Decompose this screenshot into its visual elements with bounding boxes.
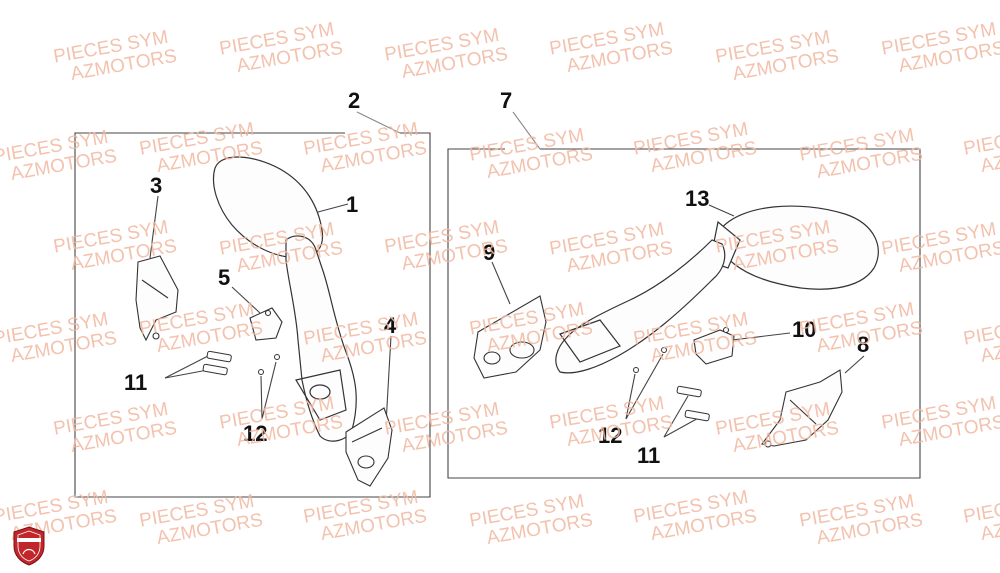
callout-7: 7: [500, 88, 513, 113]
callout-11-left: 11: [124, 370, 148, 395]
left-bracket-part-3: [135, 255, 179, 342]
azmotors-logo-icon: [13, 526, 45, 566]
callout-3: 3: [150, 173, 163, 198]
right-mirror-part-13: [709, 205, 879, 290]
right-screws-part-12: [633, 347, 667, 373]
callout-12-right: 12: [598, 423, 623, 448]
right-mirror-stem: [555, 239, 726, 374]
callout-11-right: 11: [637, 443, 661, 468]
callout-13: 13: [685, 186, 710, 211]
callout-9: 9: [483, 240, 496, 265]
callout-2: 2: [348, 88, 361, 113]
right-lamp-part-10: [693, 326, 735, 365]
left-cover-part-4: [345, 407, 393, 487]
callout-12-left: 12: [243, 421, 268, 446]
callout-5: 5: [218, 265, 231, 290]
right-cover-part-9: [473, 295, 547, 379]
left-lamp-part-5: [249, 307, 283, 341]
right-assembly-frame: [447, 148, 921, 479]
callout-4: 4: [384, 313, 397, 338]
right-bolts-part-11: [676, 385, 710, 422]
left-screws-part-12: [258, 354, 280, 375]
callout-8: 8: [857, 332, 870, 357]
left-assembly-frame: [74, 132, 431, 498]
right-bracket-part-8: [761, 369, 843, 448]
callout-10: 10: [792, 317, 817, 342]
left-mirror-part-1: [212, 156, 357, 442]
callout-1: 1: [346, 192, 359, 217]
left-bolts-part-11: [202, 350, 232, 376]
